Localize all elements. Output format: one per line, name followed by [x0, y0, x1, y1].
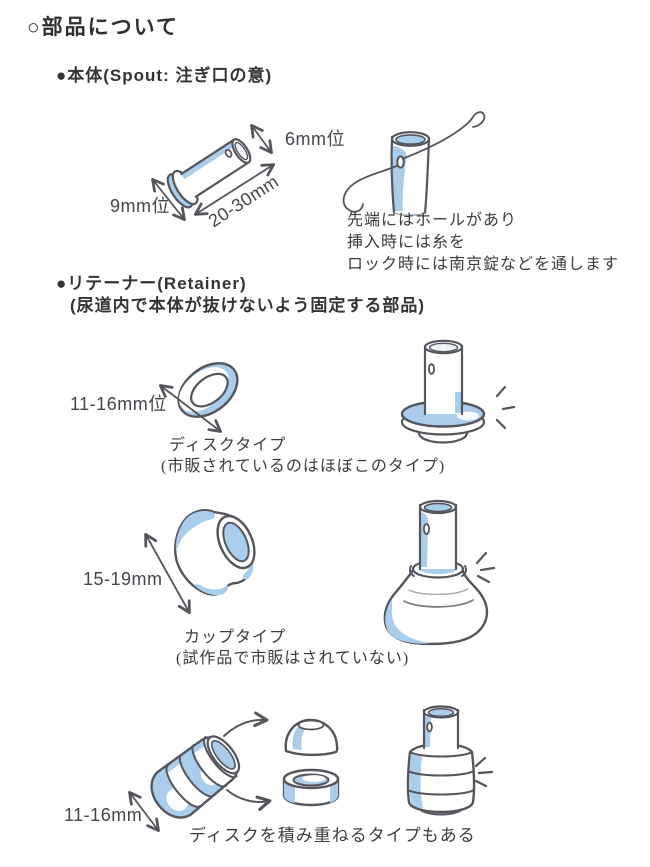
spout-note-line-3: ロック時には南京錠などを通します: [347, 256, 620, 273]
cup-type-caption: カップタイプ: [184, 629, 287, 646]
cup-dimension-label: 15-19mm: [83, 569, 163, 589]
retainer-disc-ring-icon: [158, 362, 239, 433]
retainer-section-subheading: (尿道内で本体が抜けないよう固定する部品): [70, 296, 425, 315]
page-title: ○部品について: [27, 16, 180, 39]
spout-note-line-2: 挿入時には糸を: [347, 234, 467, 251]
emphasis-marks: [475, 551, 496, 584]
disc-type-caption-note: (市販されているのはほぼこのタイプ): [161, 458, 446, 475]
stacked-dimension-label: 11-16mm: [64, 805, 143, 825]
stacked-type-assembled-icon: [406, 705, 494, 816]
stacked-disc-barrel-icon: [128, 711, 272, 833]
disc-dome-piece-icon: [284, 718, 339, 757]
cup-type-assembled-icon: [383, 499, 496, 646]
spout-thread-icon: [342, 111, 486, 216]
retainer-section-heading: ●リテーナー(Retainer): [56, 274, 247, 293]
disc-ring-piece-icon: [282, 768, 340, 807]
spout-flange-dimension-label: 9mm位: [110, 196, 170, 216]
disc-type-assembled-icon: [400, 339, 516, 444]
spout-note-line-1: 先端にはホールがあり: [347, 212, 518, 229]
stacked-type-caption: ディスクを積み重ねるタイプもある: [189, 826, 476, 845]
disc-type-caption: ディスクタイプ: [169, 437, 287, 454]
emphasis-marks: [474, 756, 494, 788]
spout-dimension-arrows: [151, 123, 276, 222]
cup-type-caption-note: (試作品で市販はされていない): [176, 650, 410, 667]
emphasis-marks: [495, 385, 516, 430]
spout-section-heading: ●本体(Spout: 注ぎ口の意): [56, 66, 273, 85]
retainer-cup-icon: [144, 509, 256, 615]
disc-dimension-label: 11-16mm位: [70, 394, 167, 414]
spout-tip-dimension-label: 6mm位: [285, 129, 345, 149]
